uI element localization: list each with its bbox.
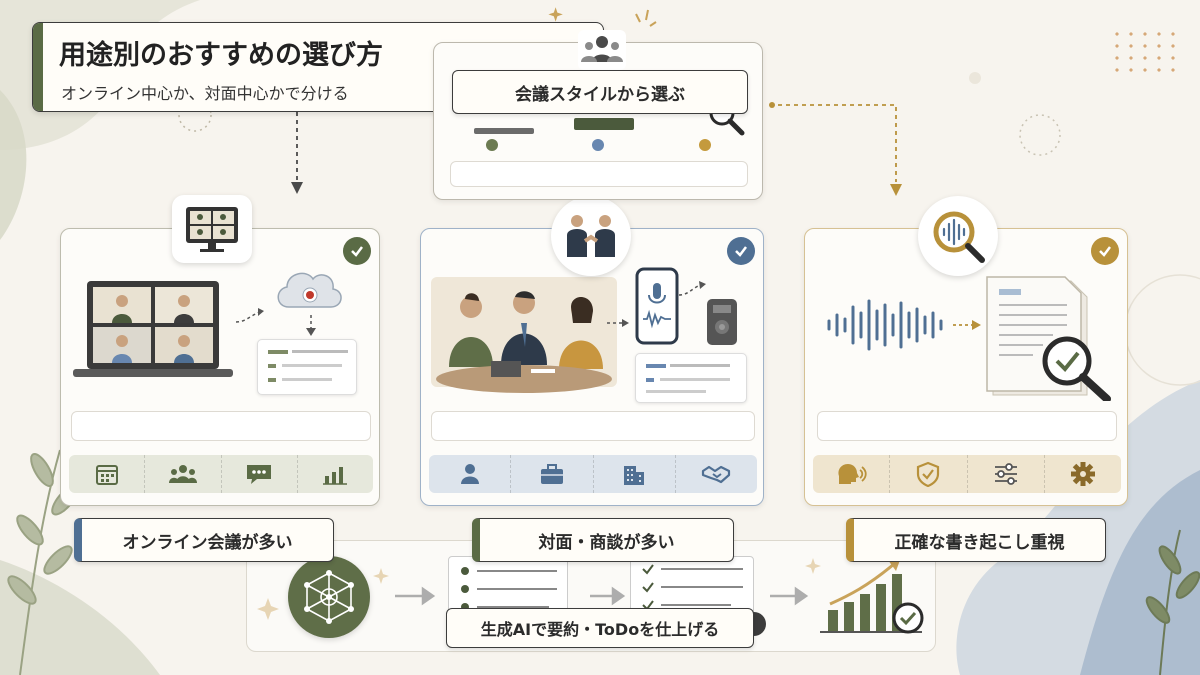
option-dot-green[interactable] [486, 139, 498, 151]
category-label-transcription: 正確な書き起こし重視 [846, 518, 1106, 562]
briefcase-icon[interactable] [511, 455, 594, 493]
ai-network-icon [288, 556, 370, 638]
down-arrow-icon [306, 315, 316, 336]
gear-icon[interactable] [1045, 455, 1121, 493]
check-icon [343, 237, 371, 265]
sound-wave-icon [827, 299, 943, 351]
option-dot-blue[interactable] [592, 139, 604, 151]
transcription-icon-bar [813, 455, 1121, 493]
transcription-input-field[interactable] [817, 411, 1117, 441]
check-icon [1091, 237, 1119, 265]
category-label-online-text: オンライン会議が多い [122, 532, 293, 553]
dashed-arrow-icon [607, 319, 629, 327]
smartphone-recorder-icon [635, 267, 679, 345]
card-online-meeting [60, 228, 380, 506]
person-icon[interactable] [429, 455, 512, 493]
voice-recorder-icon [707, 299, 737, 345]
growth-chart-icon [820, 560, 924, 634]
building-icon[interactable] [594, 455, 676, 493]
handshake-people-icon [551, 196, 631, 276]
leaf-decoration-left [7, 449, 79, 675]
option-dot-gold[interactable] [699, 139, 711, 151]
notes-document-icon [635, 353, 747, 403]
audio-search-icon [918, 196, 998, 276]
dot-pattern [1110, 28, 1180, 78]
dashed-arrow-icon [679, 281, 706, 296]
people-group-icon[interactable] [145, 455, 222, 493]
dashed-arrow-icon [236, 308, 264, 323]
monitor-video-grid-icon [172, 195, 252, 263]
meeting-style-label: 会議スタイルから選ぶ [452, 70, 748, 114]
online-icon-bar [69, 455, 373, 493]
ai-summary-label: 生成AIで要約・ToDoを仕上げる [446, 608, 754, 648]
category-label-online: オンライン会議が多い [74, 518, 334, 562]
speaking-head-icon[interactable] [813, 455, 891, 493]
category-label-in-person: 対面・商談が多い [472, 518, 734, 562]
sliders-icon[interactable] [968, 455, 1045, 493]
category-label-transcription-text: 正確な書き起こし重視 [894, 532, 1065, 553]
title-accent-bar [33, 23, 43, 111]
document-review-icon [986, 276, 1111, 401]
style-input-field[interactable] [450, 161, 748, 187]
people-group-icon [578, 30, 626, 70]
page-title: 用途別のおすすめの選び方 [59, 40, 383, 71]
laptop-icon [474, 128, 534, 134]
shield-check-icon[interactable] [890, 455, 968, 493]
online-input-field[interactable] [71, 411, 371, 441]
calendar-icon[interactable] [69, 455, 146, 493]
in-person-input-field[interactable] [431, 411, 755, 441]
handshake-icon[interactable] [676, 455, 757, 493]
dashed-arrow-icon [953, 320, 981, 330]
cloud-record-icon [277, 272, 342, 308]
page-subtitle: オンライン中心か、対面中心かで分ける [61, 84, 349, 103]
in-person-icon-bar [429, 455, 757, 493]
business-meeting-illustration [431, 277, 617, 393]
meeting-table-icon [574, 118, 634, 130]
category-label-in-person-text: 対面・商談が多い [538, 532, 675, 553]
notes-document-icon [257, 339, 357, 395]
leaf-decoration-right [1145, 529, 1200, 675]
bar-chart-icon[interactable] [298, 455, 373, 493]
chat-bubble-icon[interactable] [222, 455, 298, 493]
check-icon [727, 237, 755, 265]
laptop-video-call-illustration [73, 281, 233, 377]
card-in-person-meeting [420, 228, 764, 506]
